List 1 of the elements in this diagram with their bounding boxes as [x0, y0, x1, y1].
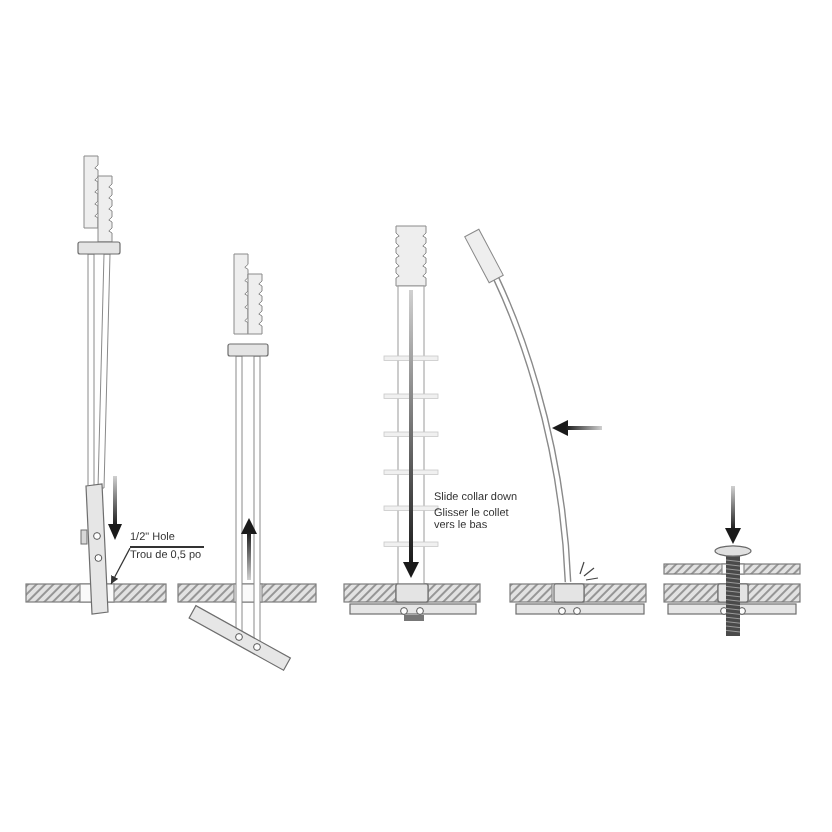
leader-line	[110, 547, 131, 585]
